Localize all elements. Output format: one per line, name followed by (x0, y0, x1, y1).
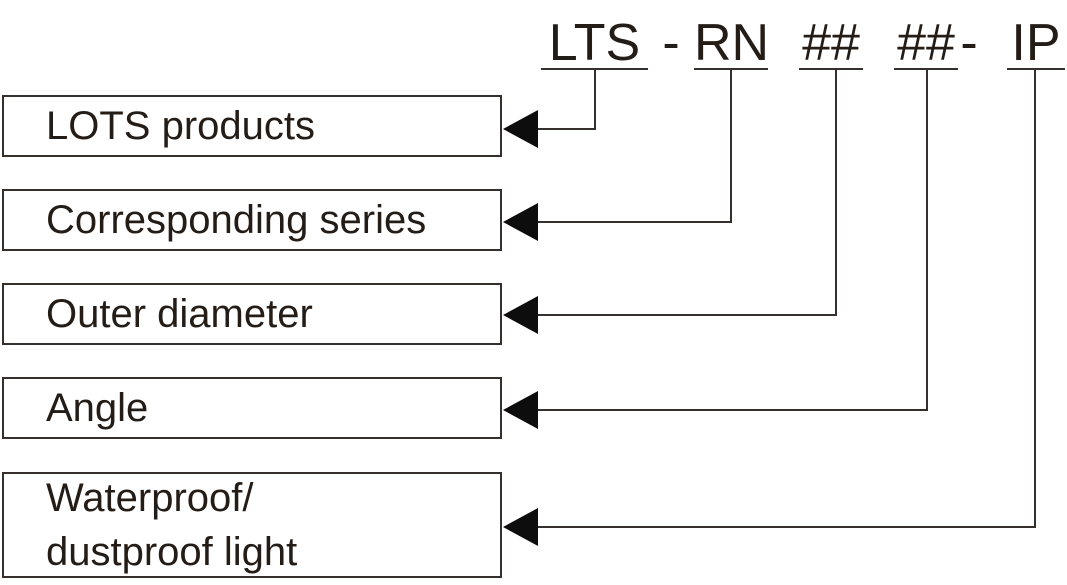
label-box-lots-products: LOTS products (2, 95, 502, 157)
connector-ip-vertical (1034, 70, 1036, 528)
connector-series-horizontal (537, 221, 732, 223)
label-box-waterproof: Waterproof/ dustproof light (2, 472, 502, 578)
connector-angle-horizontal (537, 409, 928, 411)
label-lots-products: LOTS products (46, 104, 316, 148)
label-box-corresponding-series: Corresponding series (2, 189, 502, 251)
code-separator-1: - (662, 14, 680, 72)
connector-lts-vertical (594, 70, 596, 129)
arrow-left-icon (503, 508, 538, 546)
arrow-left-icon (503, 203, 538, 241)
connector-angle-vertical (926, 70, 928, 411)
label-angle: Angle (46, 386, 149, 430)
label-waterproof-line2: dustproof light (46, 530, 298, 574)
code-separator-2: - (960, 14, 978, 72)
code-segment-series: RN (694, 14, 770, 72)
label-waterproof-line1: Waterproof/ (46, 476, 254, 520)
code-segment-lts: LTS (541, 16, 648, 70)
connector-lts-horizontal (537, 128, 596, 130)
arrow-left-icon (503, 296, 538, 334)
label-corresponding-series: Corresponding series (46, 198, 427, 242)
connector-diameter-horizontal (537, 314, 837, 316)
arrow-left-icon (503, 110, 538, 148)
connector-series-vertical (730, 70, 732, 223)
code-segment-angle: ## (894, 16, 958, 70)
connector-diameter-vertical (835, 70, 837, 316)
label-outer-diameter: Outer diameter (46, 292, 313, 336)
label-box-angle: Angle (2, 377, 502, 439)
code-segment-diameter: ## (799, 16, 863, 70)
code-segment-ip: IP (1007, 16, 1065, 70)
label-box-outer-diameter: Outer diameter (2, 283, 502, 345)
arrow-left-icon (503, 391, 538, 429)
connector-ip-horizontal (537, 526, 1036, 528)
